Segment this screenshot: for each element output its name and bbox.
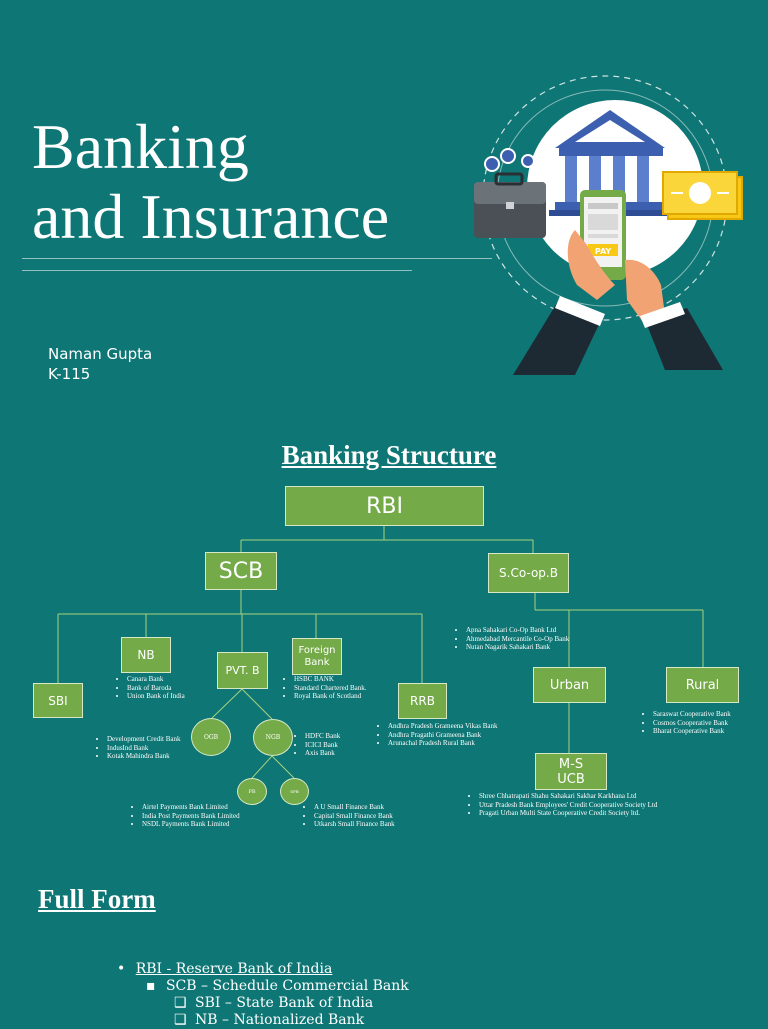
list-item: India Post Payments Bank Limited bbox=[142, 812, 240, 821]
list-item: Cosmos Cooperative Bank bbox=[653, 719, 731, 728]
node-urban: Urban bbox=[533, 667, 606, 703]
list-item: Saraswat Cooperative Bank bbox=[653, 710, 731, 719]
node-scoop: S.Co-op.B bbox=[488, 553, 569, 593]
list-foreign: HSBC BANK Standard Chartered Bank. Royal… bbox=[282, 675, 367, 701]
list-item: Bank of Baroda bbox=[127, 684, 185, 693]
cover-title: Banking and Insurance bbox=[32, 112, 389, 252]
node-rrb: RRB bbox=[398, 683, 447, 719]
fullform-sbi: ❑ SBI – State Bank of India bbox=[174, 995, 373, 1012]
list-item: HSBC BANK bbox=[294, 675, 367, 684]
list-item: Union Bank of India bbox=[127, 692, 185, 701]
list-rural: Saraswat Cooperative Bank Cosmos Coopera… bbox=[641, 710, 731, 736]
node-nb: NB bbox=[121, 637, 171, 673]
node-ogb: OGB bbox=[191, 718, 231, 756]
list-item: Shree Chhatrapati Shahu Sahakari Sakhar … bbox=[479, 792, 689, 801]
banking-illustration: PAY bbox=[474, 75, 743, 375]
banknote-icon bbox=[662, 171, 743, 220]
list-item: IndusInd Bank bbox=[107, 744, 180, 753]
banking-structure-title: Banking Structure bbox=[281, 440, 497, 470]
fullform-scb-text: SCB – Schedule Commercial Bank bbox=[165, 978, 409, 994]
list-item: Apna Sahakari Co-Op Bank Ltd bbox=[466, 626, 586, 635]
node-sfb: SFB bbox=[280, 778, 309, 805]
list-item: Utkarsh Small Finance Bank bbox=[314, 820, 395, 829]
bullet-icon: • bbox=[117, 961, 126, 977]
list-item: Axis Bank bbox=[305, 749, 340, 758]
node-pb: PB bbox=[237, 778, 267, 805]
node-pvt: PVT. B bbox=[217, 652, 268, 689]
list-item: Andhra Pragathi Grameena Bank bbox=[388, 731, 497, 740]
pay-label: PAY bbox=[595, 247, 612, 256]
list-item: Kotak Mahindra Bank bbox=[107, 752, 180, 761]
list-pb: Airtel Payments Bank Limited India Post … bbox=[130, 803, 240, 829]
list-msucb: Shree Chhatrapati Shahu Sahakari Sakhar … bbox=[467, 792, 689, 818]
list-item: Standard Chartered Bank. bbox=[294, 684, 367, 693]
node-rural: Rural bbox=[666, 667, 739, 703]
node-foreign: Foreign Bank bbox=[292, 638, 342, 675]
list-item: Ahmedabad Mercantile Co-Op Bank bbox=[466, 635, 586, 644]
node-ngb: NGB bbox=[253, 719, 293, 756]
cover-title-line1: Banking bbox=[32, 111, 249, 182]
list-item: Nutan Nagarik Sahakari Bank bbox=[466, 643, 586, 652]
list-item: Arunachal Pradesh Rural Bank bbox=[388, 739, 497, 748]
list-item: Capital Small Finance Bank bbox=[314, 812, 395, 821]
list-item: Andhra Pradesh Grameena Vikas Bank bbox=[388, 722, 497, 731]
list-item: Pragati Urban Multi State Cooperative Cr… bbox=[479, 809, 689, 818]
list-item: Development Credit Bank bbox=[107, 735, 180, 744]
title-divider-top bbox=[22, 258, 492, 259]
node-rbi: RBI bbox=[285, 486, 484, 526]
fullform-sbi-text: SBI – State Bank of India bbox=[195, 995, 374, 1011]
list-ngb: HDFC Bank ICICI Bank Axis Bank bbox=[293, 732, 340, 758]
list-scoop: Apna Sahakari Co-Op Bank Ltd Ahmedabad M… bbox=[454, 626, 586, 652]
author-id: K-115 bbox=[48, 365, 91, 383]
checkbox-bullet-icon: ❑ bbox=[174, 1012, 187, 1028]
list-item: Airtel Payments Bank Limited bbox=[142, 803, 240, 812]
list-rrb: Andhra Pradesh Grameena Vikas Bank Andhr… bbox=[376, 722, 497, 748]
list-item: Bharat Cooperative Bank bbox=[653, 727, 731, 736]
list-item: NSDL Payments Bank Limited bbox=[142, 820, 240, 829]
fullform-nb-text: NB – Nationalized Bank bbox=[195, 1012, 365, 1028]
fullform-scb: ▪ SCB – Schedule Commercial Bank bbox=[146, 978, 409, 995]
cover-title-line2: and Insurance bbox=[32, 181, 390, 252]
list-item: HDFC Bank bbox=[305, 732, 340, 741]
square-bullet-icon: ▪ bbox=[146, 978, 156, 994]
list-item: ICICI Bank bbox=[305, 741, 340, 750]
node-sbi: SBI bbox=[33, 683, 83, 718]
node-scb: SCB bbox=[205, 552, 277, 590]
list-item: Canara Bank bbox=[127, 675, 185, 684]
hands-icon bbox=[513, 230, 723, 375]
title-divider-bottom bbox=[22, 270, 412, 271]
coin-icons bbox=[484, 148, 535, 172]
list-item: Royal Bank of Scotland bbox=[294, 692, 367, 701]
fullform-nb: ❑ NB – Nationalized Bank bbox=[174, 1012, 364, 1029]
fullform-rbi: • RBI - Reserve Bank of India bbox=[117, 961, 332, 978]
list-item: Uttar Pradesh Bank Employees' Credit Coo… bbox=[479, 801, 689, 810]
full-form-title: Full Form bbox=[38, 884, 156, 914]
node-msucb: M-S UCB bbox=[535, 753, 607, 790]
author-block: Naman Gupta K-115 bbox=[48, 344, 152, 384]
list-item: A U Small Finance Bank bbox=[314, 803, 395, 812]
author-name: Naman Gupta bbox=[48, 345, 153, 363]
briefcase-icon bbox=[474, 172, 546, 238]
fullform-rbi-text: RBI - Reserve Bank of India bbox=[135, 961, 333, 977]
list-nb: Canara Bank Bank of Baroda Union Bank of… bbox=[115, 675, 185, 701]
list-ogb: Development Credit Bank IndusInd Bank Ko… bbox=[95, 735, 180, 761]
checkbox-bullet-icon: ❑ bbox=[174, 995, 187, 1011]
right-sleeve bbox=[645, 308, 723, 370]
list-sfb: A U Small Finance Bank Capital Small Fin… bbox=[302, 803, 395, 829]
